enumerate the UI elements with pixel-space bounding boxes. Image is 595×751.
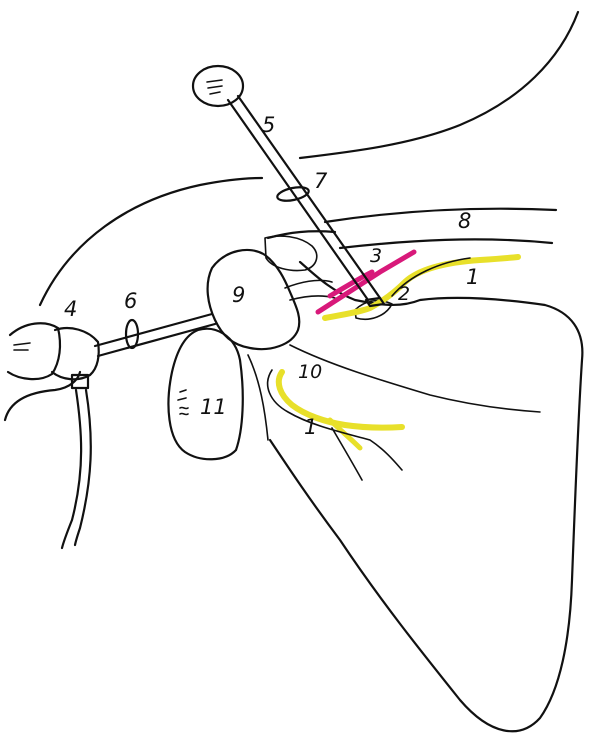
- label-7: 7: [314, 169, 328, 193]
- label-11: 11: [200, 395, 227, 419]
- label-1-upper: 1: [466, 265, 479, 289]
- label-3: 3: [370, 245, 382, 267]
- neck-contour: [300, 12, 578, 158]
- hub-4: [8, 323, 99, 548]
- label-9: 9: [232, 283, 245, 307]
- glenoid-contour: [248, 355, 268, 440]
- coracoid-11: [168, 329, 242, 460]
- acromion-9: [208, 250, 300, 349]
- label-1-lower: 1: [304, 415, 317, 439]
- label-8: 8: [458, 209, 471, 233]
- clavicle: [268, 209, 556, 248]
- label-5: 5: [262, 113, 275, 137]
- skin-outline: [40, 178, 262, 305]
- scapula-outline: [270, 262, 582, 731]
- label-10: 10: [298, 361, 322, 383]
- scapula-fossa-line: [290, 345, 540, 412]
- squiggle-mark: [178, 390, 188, 415]
- label-4: 4: [64, 297, 77, 321]
- label-6: 6: [124, 289, 137, 313]
- needle-6: [95, 314, 215, 356]
- label-2: 2: [398, 283, 410, 305]
- clavicle-end: [265, 236, 317, 270]
